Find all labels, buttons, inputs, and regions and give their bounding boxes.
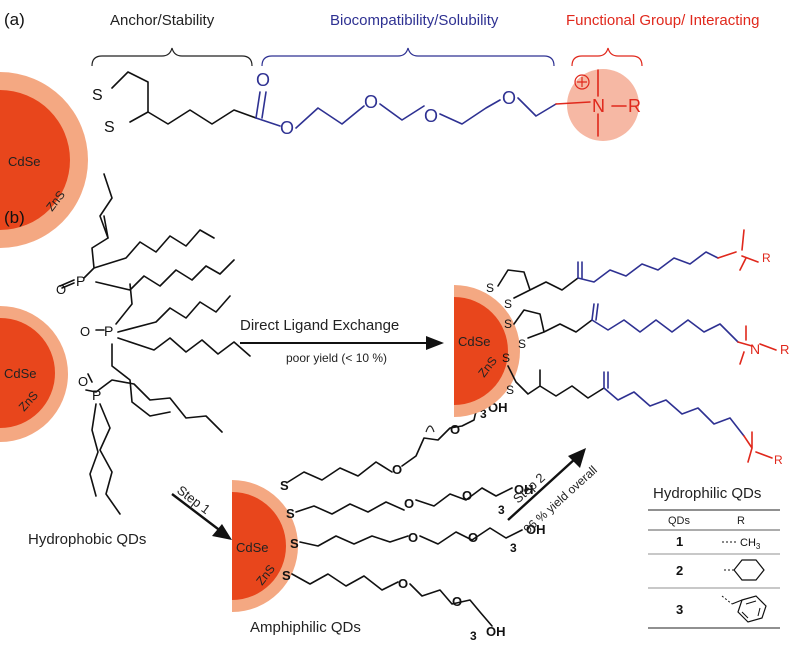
o-atom: O [450, 422, 460, 437]
s-atom: S [282, 568, 291, 583]
r-group: R [628, 96, 641, 116]
s-atom: S [486, 281, 494, 295]
s-atom: S [280, 478, 289, 493]
amphiphilic-qd: CdSe ZnS [232, 480, 298, 612]
sub-3: 3 [470, 629, 477, 643]
plus-charge-cross [577, 77, 587, 87]
o-atom: O [56, 282, 66, 297]
s-atom: S [286, 506, 295, 521]
anchor-label: Anchor/Stability [110, 12, 215, 29]
qd-a: CdSe ZnS [0, 72, 88, 248]
s-atom: S [504, 317, 512, 331]
core-label: CdSe [4, 366, 37, 381]
r-group: R [780, 342, 789, 357]
s-atom-1: S [92, 87, 103, 104]
o-atom: O [452, 594, 462, 609]
p-atom: P [76, 273, 85, 289]
s-atom-2: S [104, 119, 115, 136]
o-atom: O [78, 374, 88, 389]
direct-exchange-arrow: Direct Ligand Exchange poor yield (< 10 … [240, 317, 444, 365]
p-atom: P [104, 323, 113, 339]
peg-o-3: O [502, 88, 516, 108]
o-atom: O [80, 324, 90, 339]
bio-bracket [261, 47, 555, 67]
o-atom: O [392, 462, 402, 477]
ester-o: O [280, 118, 294, 138]
arrow-head-icon [212, 524, 232, 540]
s-atom: S [518, 337, 526, 351]
peg-o-1: O [364, 92, 378, 112]
table-row-1-id: 1 [676, 534, 683, 549]
o-atom: O [462, 488, 472, 503]
step1-arrow: Step 1 [171, 482, 232, 540]
r-group: R [774, 453, 783, 467]
o-atom: O [468, 530, 478, 545]
cdse-core [0, 90, 70, 230]
o-atom: O [398, 576, 408, 591]
core-label: CdSe [236, 540, 269, 555]
s-atom: S [506, 383, 514, 397]
hydrophilic-qd: CdSe ZnS [454, 285, 520, 417]
amphiphilic-label: Amphiphilic QDs [250, 619, 361, 636]
bond-stub-icon [721, 595, 733, 605]
core-label: CdSe [8, 154, 41, 169]
hydrophobic-label: Hydrophobic QDs [28, 531, 146, 548]
cdse-core [232, 492, 286, 600]
direct-label: Direct Ligand Exchange [240, 317, 399, 334]
peg-o-2: O [424, 106, 438, 126]
alkyl-chain [147, 109, 257, 125]
p-atom: P [92, 387, 101, 403]
sub-3: 3 [498, 503, 505, 517]
func-label: Functional Group/ Interacting [566, 12, 759, 29]
dithiolane-ring [111, 71, 149, 123]
arrow-head-icon [426, 336, 444, 350]
carbonyl-o: O [256, 70, 270, 90]
sub-3: 3 [510, 541, 517, 555]
anchor-bracket [91, 47, 253, 67]
topo-ligands: O P O P O P [56, 173, 251, 515]
benzyl-icon [737, 595, 767, 623]
hydrophobic-qd: CdSe ZnS [0, 306, 68, 442]
table-header-qds: QDs [668, 515, 691, 527]
arrow-head-icon [568, 448, 586, 468]
table-row-2-id: 2 [676, 563, 683, 578]
oh-group: OH [514, 482, 534, 497]
core-label: CdSe [458, 334, 491, 349]
step2-arrow: Step 2 96 % yield overall [507, 448, 600, 536]
table-title: Hydrophilic QDs [653, 485, 761, 502]
o-atom: O [404, 496, 414, 511]
s-atom: S [502, 351, 510, 365]
product-ligands: S S R S S N R S S R [486, 229, 789, 467]
cyclohexyl-icon [733, 559, 765, 581]
r-group: R [762, 251, 771, 265]
direct-sub: poor yield (< 10 %) [286, 351, 387, 365]
cdse-core [454, 297, 508, 405]
s-atom: S [290, 536, 299, 551]
amphiphilic-ligands: S O O 3 OH S O O 3 OH S O O 3 OH S O O 3… [280, 397, 546, 643]
panel-b: (b) CdSe ZnS O P O P O P Hydrophobic QDs [0, 173, 789, 643]
table-row-3-id: 3 [676, 602, 683, 617]
bio-label: Biocompatibility/Solubility [330, 12, 499, 29]
n-atom: N [750, 341, 760, 357]
hydrophilic-table: Hydrophilic QDs QDs R 1 CH3 2 3 [648, 485, 780, 629]
panel-a: (a) CdSe ZnS Anchor/Stability Biocompati… [0, 10, 759, 248]
carbonyl-bond [255, 91, 267, 119]
plus-charge-icon [574, 74, 590, 90]
oh-group: OH [526, 522, 546, 537]
functional-disc [567, 69, 639, 141]
table-row-1-r: CH3 [740, 537, 761, 551]
func-bracket [571, 47, 643, 67]
table-header-r: R [737, 515, 745, 527]
s-atom: S [504, 297, 512, 311]
panel-b-label: (b) [4, 208, 25, 227]
oh-group: OH [486, 624, 506, 639]
peg-chain [255, 97, 557, 129]
cdse-core [0, 318, 55, 428]
panel-a-label: (a) [4, 10, 25, 29]
o-atom: O [408, 530, 418, 545]
ammonium-bonds [555, 69, 627, 137]
sub-3: 3 [480, 407, 487, 421]
n-atom: N [592, 96, 605, 116]
